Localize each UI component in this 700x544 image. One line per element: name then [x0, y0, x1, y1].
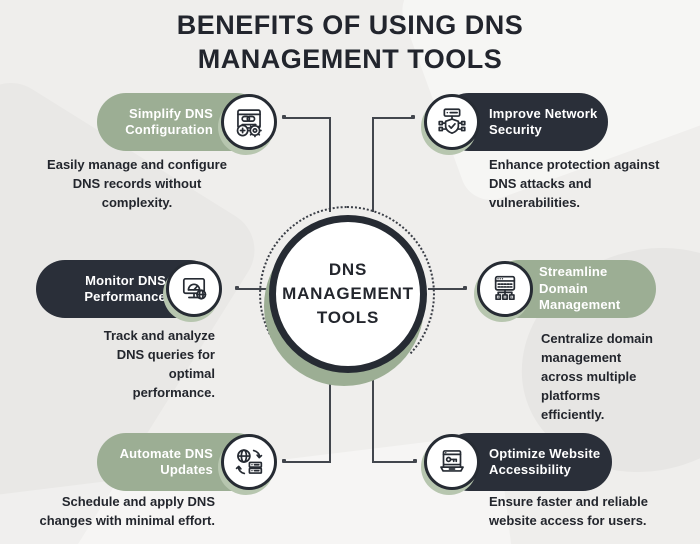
benefit-icon-badge — [424, 434, 480, 490]
connector-bottom-right-vertical — [372, 378, 374, 462]
page-title: BENEFITS OF USING DNS MANAGEMENT TOOLS — [0, 8, 700, 76]
hub-dotted-ring — [259, 206, 435, 354]
connector-dot — [463, 286, 467, 290]
benefit-icon-badge — [477, 261, 533, 317]
pill-simplify-dns-configuration: Simplify DNS Configuration — [97, 93, 265, 151]
benefit-icon-badge — [221, 94, 277, 150]
connector-dot — [411, 115, 415, 119]
connector-dot — [282, 459, 286, 463]
connector-dot — [235, 286, 239, 290]
page-title-line2: MANAGEMENT TOOLS — [197, 44, 503, 74]
pill-label: Streamline Domain Management — [539, 264, 621, 313]
benefit-description: Easily manage and configure DNS records … — [47, 157, 227, 210]
browser-network-tree-icon — [494, 275, 516, 301]
benefit-icon-badge — [166, 261, 222, 317]
benefit-icon-badge — [221, 434, 277, 490]
connector-bottom-right — [372, 461, 415, 463]
benefit-icon-badge — [424, 94, 480, 150]
pill-label: Improve Network Security — [489, 105, 598, 138]
pill-label: Automate DNS Updates — [119, 445, 213, 478]
monitor-gauge-globe-icon — [182, 277, 207, 300]
benefit-description: Ensure faster and reliable website acces… — [489, 494, 648, 528]
hub-dotted-ring-clip — [256, 204, 440, 354]
pill-label: Optimize Website Accessibility — [489, 445, 601, 478]
benefit-description: Schedule and apply DNS changes with mini… — [39, 494, 215, 528]
connector-top-right — [372, 117, 413, 119]
hub-circle: DNS MANAGEMENT TOOLS — [269, 215, 427, 373]
page-title-line1: BENEFITS OF USING DNS — [176, 10, 524, 40]
server-shield-check-icon — [438, 108, 466, 134]
benefit-description: Track and analyze DNS queries for optima… — [103, 328, 215, 400]
connector-top-left — [285, 117, 331, 119]
connector-middle-right — [428, 288, 465, 290]
connector-dot — [413, 459, 417, 463]
pill-label: Simplify DNS Configuration — [125, 105, 213, 138]
laptop-key-icon — [440, 450, 464, 472]
connector-dot — [282, 115, 286, 119]
globe-sync-server-icon — [235, 449, 263, 475]
connector-middle-left — [237, 288, 268, 290]
connector-top-left-vertical — [329, 117, 331, 212]
pill-label: Monitor DNS Performance — [84, 272, 166, 305]
connector-bottom-left — [285, 461, 331, 463]
hub-label: DNS MANAGEMENT TOOLS — [282, 260, 414, 327]
connector-bottom-left-vertical — [329, 378, 331, 462]
browser-link-settings-icon — [236, 109, 262, 138]
benefit-description: Centralize domain management across mult… — [541, 331, 653, 422]
connector-top-right-vertical — [372, 117, 374, 212]
benefit-description: Enhance protection against DNS attacks a… — [489, 157, 660, 210]
